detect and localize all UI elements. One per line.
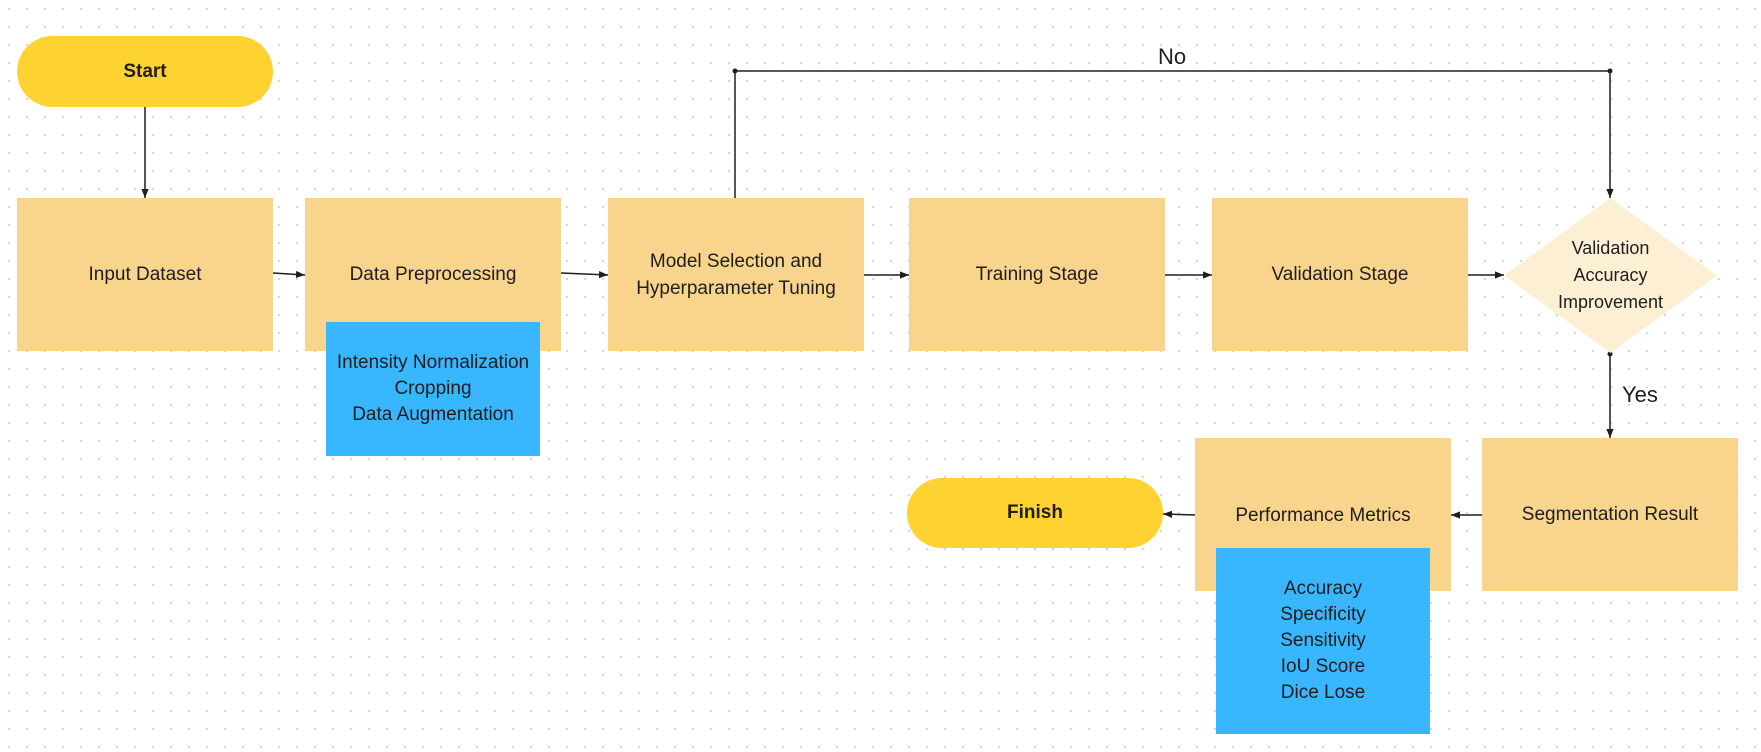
metrics-list-note: Accuracy Specificity Sensitivity IoU Sco… (1216, 548, 1430, 734)
training-stage-node: Training Stage (909, 198, 1165, 351)
metric-item: Dice Lose (1280, 682, 1366, 703)
finish-node: Finish (907, 478, 1163, 548)
start-label: Start (123, 60, 167, 82)
decision-label-line3: Improvement (1557, 292, 1664, 312)
edge-label-yes: Yes (1622, 382, 1658, 407)
data-preprocessing-label: Data Preprocessing (349, 264, 517, 285)
decision-diamond-shape (1504, 198, 1717, 353)
model-selection-label-line2: Hyperparameter Tuning (636, 277, 836, 299)
metric-item: Accuracy (1283, 578, 1363, 599)
model-selection-node: Model Selection and Hyperparameter Tunin… (608, 198, 864, 351)
edge-label-no: No (1158, 44, 1187, 69)
arrow-no-loop (734, 70, 1614, 198)
preprocessing-steps-note: Intensity Normalization Cropping Data Au… (326, 322, 540, 456)
performance-metrics-label: Performance Metrics (1235, 505, 1411, 526)
finish-label: Finish (1007, 502, 1063, 523)
input-dataset-label: Input Dataset (88, 264, 202, 285)
arrow-input-to-preprocessing (272, 270, 306, 279)
preprocessing-step: Data Augmentation (352, 404, 514, 425)
metric-item: IoU Score (1280, 656, 1366, 677)
model-selection-label-line1: Model Selection and (649, 250, 823, 272)
arrow-metrics-to-finish (1162, 510, 1196, 518)
segmentation-result-label: Segmentation Result (1521, 504, 1699, 525)
arrow-preprocessing-to-model (560, 271, 609, 279)
preprocessing-step: Intensity Normalization (336, 352, 530, 373)
decision-label-line1: Validation (1571, 238, 1650, 258)
segmentation-result-node: Segmentation Result (1482, 438, 1738, 591)
validation-stage-node: Validation Stage (1212, 198, 1468, 351)
validation-stage-label: Validation Stage (1271, 264, 1409, 285)
input-dataset-node: Input Dataset (17, 198, 273, 351)
start-node: Start (17, 36, 273, 107)
decision-label-line2: Accuracy (1573, 265, 1648, 285)
preprocessing-step: Cropping (394, 378, 472, 399)
training-stage-label: Training Stage (975, 264, 1099, 285)
validation-accuracy-decision: Validation Accuracy Improvement (1504, 198, 1717, 353)
metric-item: Sensitivity (1280, 630, 1366, 651)
metric-item: Specificity (1280, 604, 1366, 625)
